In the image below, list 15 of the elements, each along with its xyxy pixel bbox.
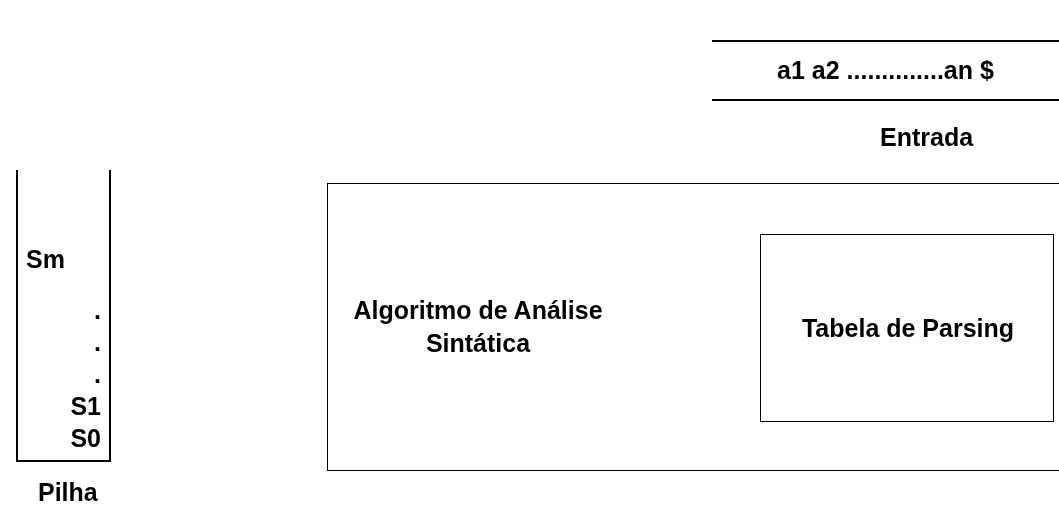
tape-symbols: a1 a2 ..............an $ xyxy=(777,56,994,85)
stack-caption: Pilha xyxy=(38,478,98,507)
stack-entry: . xyxy=(94,295,102,326)
stack-entry: S0 xyxy=(70,423,102,454)
stack-entry: S1 xyxy=(70,391,102,422)
table-box xyxy=(760,234,1054,422)
stack-entry: . xyxy=(94,359,102,390)
algorithm-box xyxy=(327,183,1059,471)
stack-entry: . xyxy=(94,327,102,358)
tape-caption: Entrada xyxy=(880,123,974,152)
stack-entry: Sm xyxy=(25,244,65,275)
box-label: Tabela de Parsing xyxy=(800,312,1016,344)
stack xyxy=(16,170,111,462)
box-label: Algoritmo de Análise Sintática xyxy=(352,295,604,359)
input-tape xyxy=(712,40,1059,101)
